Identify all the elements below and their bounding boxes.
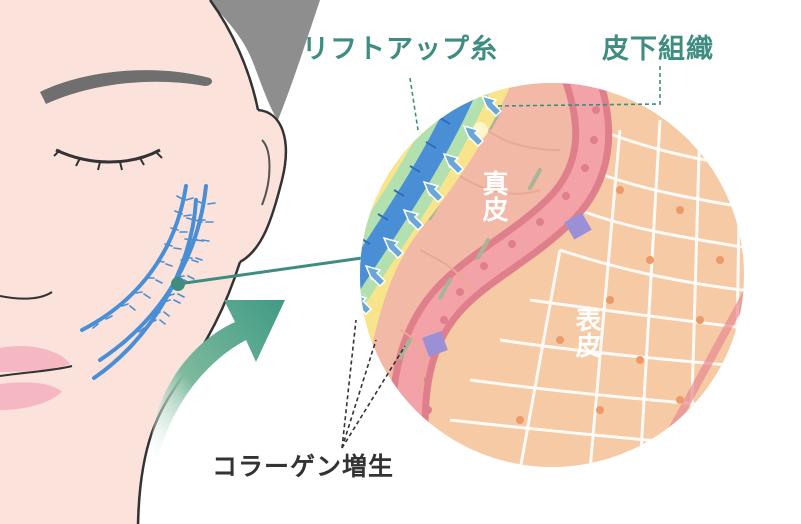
subcutaneous-label: 皮下組織 bbox=[602, 34, 714, 65]
nose bbox=[0, 291, 53, 300]
leader-lines bbox=[409, 66, 661, 131]
zoom-connector bbox=[171, 256, 363, 291]
face-threads bbox=[80, 184, 216, 380]
lift-thread-label: リフトアップ糸 bbox=[302, 34, 498, 65]
hair bbox=[160, 0, 320, 120]
eyebrow bbox=[40, 70, 213, 104]
zoom-lens bbox=[360, 83, 744, 467]
dermis-label: 真皮 bbox=[478, 170, 508, 222]
face-skin bbox=[0, 0, 286, 524]
collagen-label: コラーゲン増生 bbox=[212, 452, 395, 481]
epidermis-label: 表皮 bbox=[571, 306, 601, 358]
face-illustration bbox=[0, 0, 320, 524]
ear bbox=[239, 108, 288, 264]
lips bbox=[0, 345, 70, 372]
collagen-leaders bbox=[341, 319, 406, 449]
lift-arrow-icon bbox=[150, 300, 285, 458]
eye bbox=[55, 148, 161, 164]
